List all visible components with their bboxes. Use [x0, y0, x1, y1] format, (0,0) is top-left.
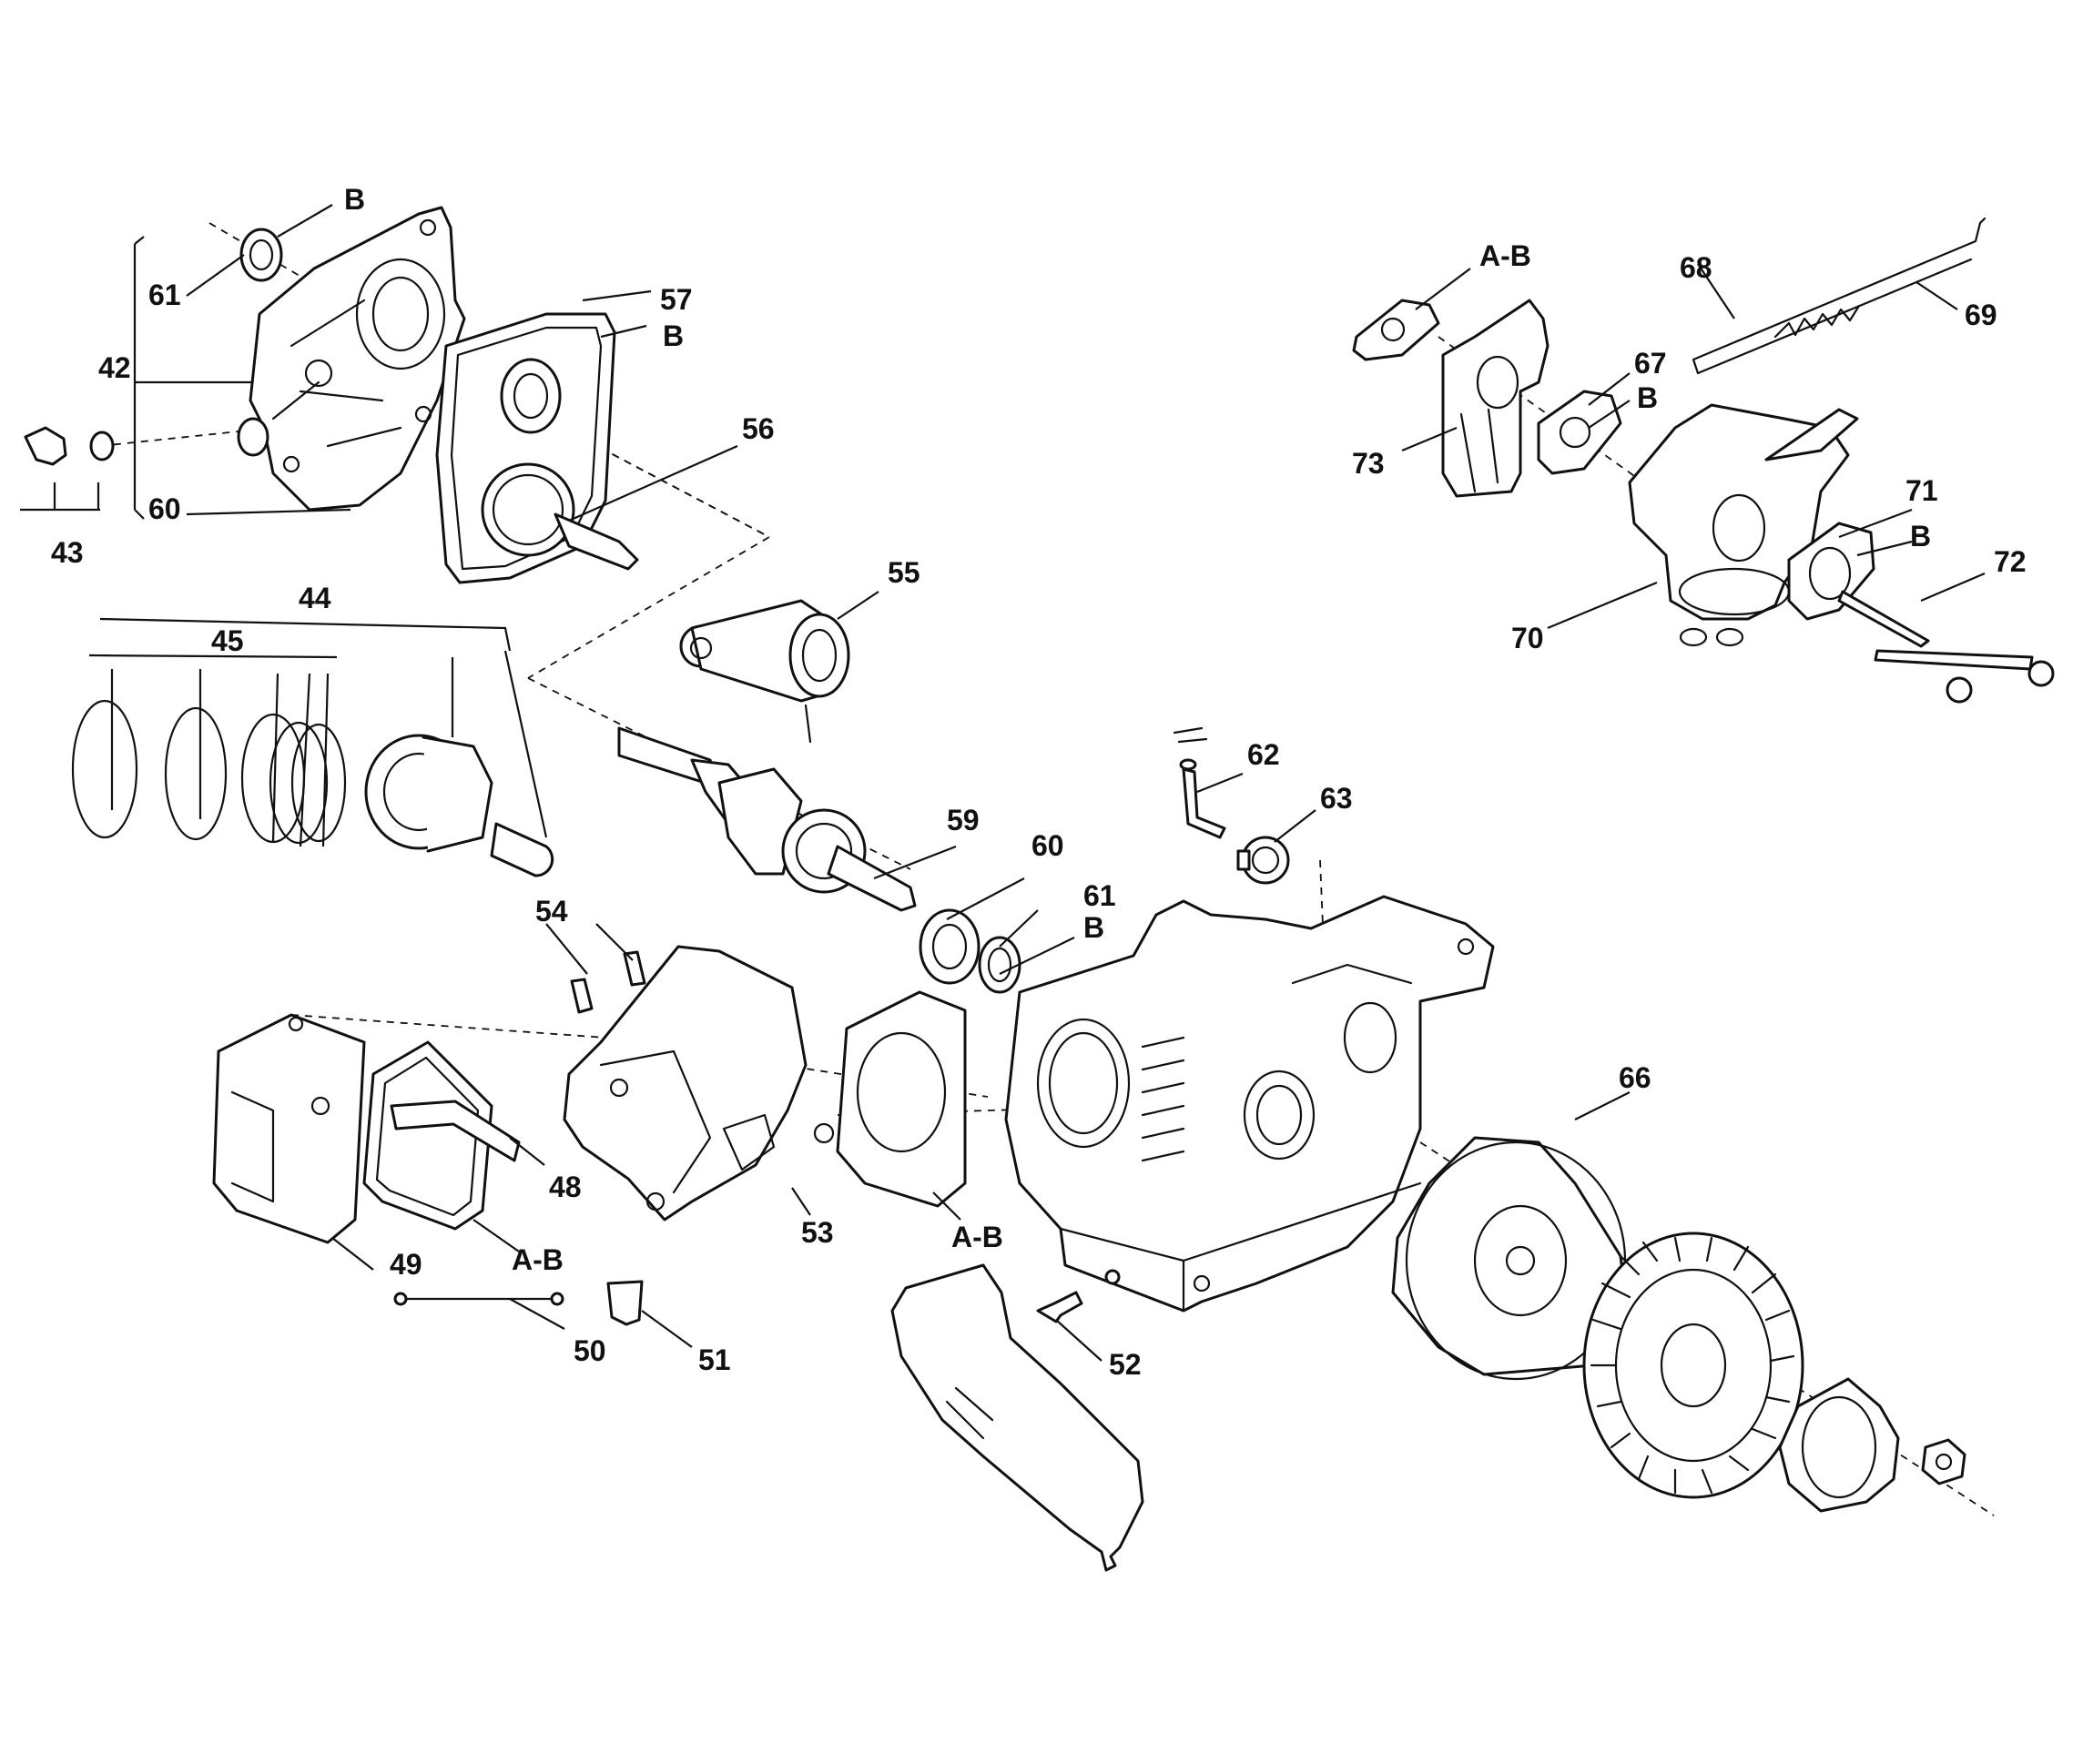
callout-66: 66 — [1619, 1061, 1651, 1094]
governor-spring-69 — [1773, 304, 1861, 339]
callout-72: 72 — [1994, 545, 2027, 578]
flywheel-nut — [1921, 1438, 1966, 1485]
callout-62: 62 — [1247, 738, 1280, 771]
callout-labels: B 61 42 60 43 57 B 56 44 45 55 59 60 61 … — [51, 183, 2027, 1381]
callout-60-left: 60 — [148, 492, 181, 525]
callout-69: 69 — [1965, 299, 1997, 331]
pushrod-50 — [393, 1292, 564, 1306]
callout-52: 52 — [1109, 1348, 1142, 1381]
piston-pin — [490, 822, 554, 877]
callout-54: 54 — [535, 895, 568, 928]
cylinder-baffle — [890, 1263, 1144, 1572]
head-gasket — [813, 990, 967, 1208]
callout-71: 71 — [1905, 474, 1938, 507]
oil-seal-61-top — [239, 228, 283, 282]
main-bearing-60 — [919, 908, 981, 985]
bolt-52 — [1036, 1269, 1121, 1323]
callout-48: 48 — [549, 1171, 582, 1203]
callout-73: 73 — [1352, 447, 1385, 480]
callout-43: 43 — [51, 536, 84, 569]
cylinder-head-53 — [563, 945, 808, 1222]
governor-gear-56 — [481, 462, 575, 557]
callout-50: 50 — [574, 1334, 606, 1367]
callout-55: 55 — [888, 556, 920, 589]
carb-gasket-71 — [1787, 522, 1875, 621]
callout-63: 63 — [1320, 782, 1353, 815]
callout-ab-top: A-B — [1479, 239, 1531, 272]
piston-ring-2 — [164, 706, 228, 841]
crankshaft-59 — [617, 726, 917, 912]
flywheel — [1582, 1232, 1804, 1499]
crankcase-cover-assembly — [237, 206, 639, 584]
leader-lines — [20, 204, 1986, 1362]
callout-51: 51 — [698, 1343, 731, 1376]
oil-seal-61-mid — [978, 936, 1021, 994]
callout-53: 53 — [801, 1216, 834, 1249]
piston-ring-1 — [71, 699, 138, 839]
callout-b-57: B — [663, 319, 684, 352]
callout-59: 59 — [947, 804, 980, 836]
callout-68: 68 — [1680, 251, 1712, 284]
breather-tube-48 — [390, 1100, 521, 1162]
piston-assembly — [71, 699, 554, 877]
connecting-rod-55 — [679, 599, 850, 744]
callout-56: 56 — [742, 412, 775, 445]
callout-60-mid: 60 — [1031, 829, 1064, 862]
insulator-73 — [1441, 299, 1550, 498]
bearing-top — [500, 358, 562, 434]
governor-rod-68 — [1692, 217, 1986, 375]
callout-49: 49 — [390, 1248, 422, 1281]
callout-ab-gasket: A-B — [512, 1243, 564, 1276]
fan-shroud-66 — [1391, 1136, 1631, 1381]
callout-70: 70 — [1511, 622, 1544, 654]
callout-67: 67 — [1634, 347, 1667, 380]
starter-cup — [1778, 1377, 1900, 1513]
tappet-51 — [606, 1280, 644, 1326]
head-stud-54a — [570, 978, 594, 1014]
callout-57: 57 — [660, 283, 693, 316]
callout-61-mid: 61 — [1083, 879, 1116, 912]
callout-61-top: 61 — [148, 279, 181, 311]
carb-stud-72 — [1837, 590, 2055, 704]
callout-b-71: B — [1910, 520, 1931, 553]
governor-shaft-62 — [1173, 726, 1226, 839]
valve-cover-49 — [212, 1013, 366, 1244]
callout-b-top: B — [344, 183, 365, 216]
head-stud-54b — [623, 950, 646, 987]
callout-b-67: B — [1637, 381, 1658, 414]
carb-gasket-top — [1352, 299, 1440, 361]
callout-42: 42 — [98, 351, 131, 384]
valve-cover-gasket — [362, 1040, 493, 1231]
callout-ab-head: A-B — [951, 1221, 1003, 1253]
callout-45: 45 — [211, 624, 244, 657]
engine-block — [1004, 895, 1495, 1313]
governor-gear-63 — [1236, 836, 1290, 885]
oil-dipstick-43 — [24, 426, 115, 466]
carb-gasket-67 — [1537, 390, 1622, 475]
callout-b-mid: B — [1083, 911, 1104, 944]
callout-44: 44 — [299, 582, 331, 614]
